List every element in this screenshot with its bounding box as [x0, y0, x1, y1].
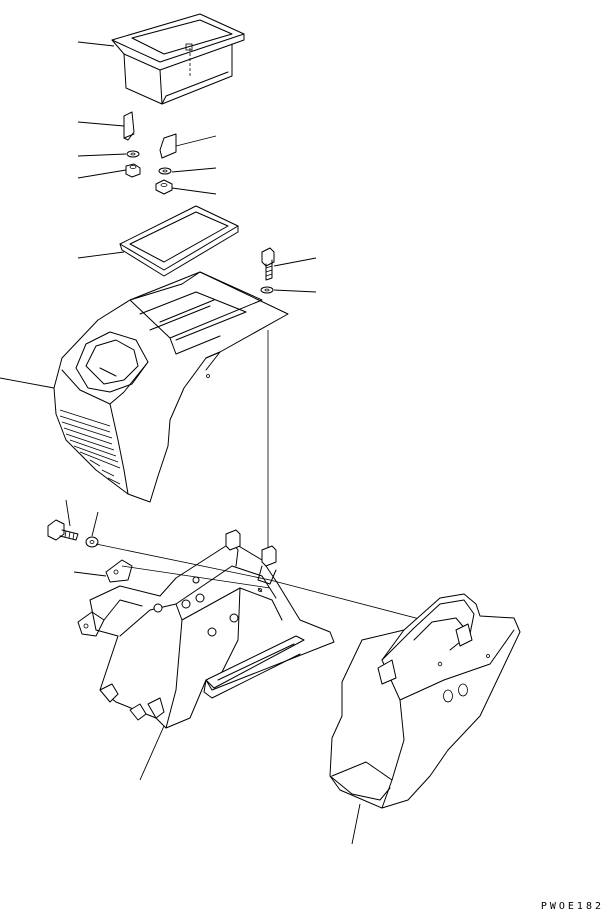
bracket-plate: [105, 559, 133, 583]
washer-right: [158, 167, 172, 175]
leader-lines: [0, 41, 361, 845]
nut-right: [155, 179, 173, 195]
right-bracket: [159, 133, 177, 159]
switch-box-cover: [111, 13, 245, 105]
small-bolt: [47, 519, 79, 541]
vent-grille: [59, 409, 121, 485]
bolt-washer: [260, 286, 274, 294]
side-cover: [329, 593, 521, 809]
small-washer: [85, 536, 99, 548]
drawing-code: PWOE182: [540, 901, 604, 912]
gasket-frame: [119, 205, 239, 277]
left-bracket: [123, 111, 135, 141]
console-cover: [53, 271, 289, 503]
bolt: [261, 247, 275, 281]
base-bracket-frame: [77, 529, 335, 729]
washer-left: [126, 150, 140, 158]
nut-left: [125, 163, 141, 178]
